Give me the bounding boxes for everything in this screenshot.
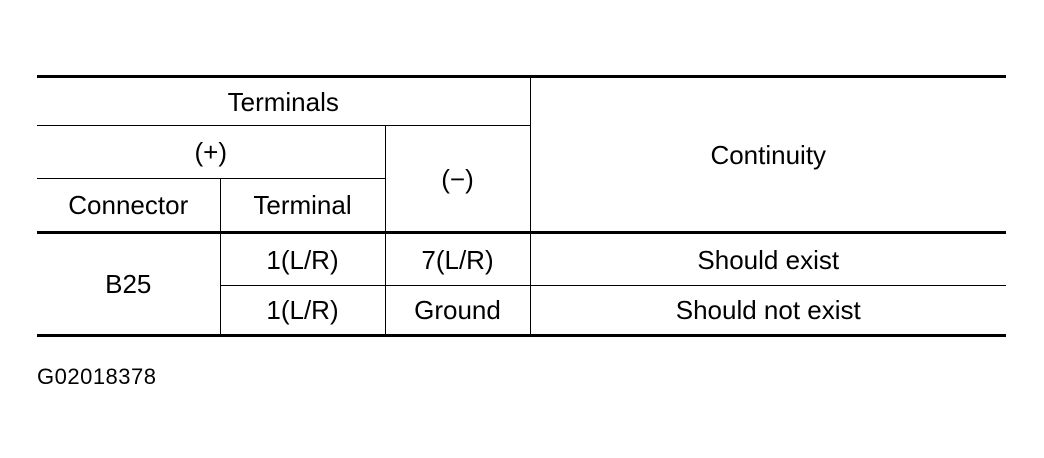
cell-terminal: 1(L/R) <box>219 232 386 286</box>
header-minus-label: (−) <box>441 163 474 194</box>
header-plus-label: (+) <box>194 137 228 167</box>
header-minus: (−) <box>384 125 531 234</box>
connector-value: B25 <box>105 269 152 299</box>
header-connector: Connector <box>37 178 221 234</box>
header-row-terminals: Terminals Continuity <box>37 75 1006 234</box>
terminal-value: 1(L/R) <box>266 295 339 325</box>
header-row-connector: Connector Terminal <box>37 178 1006 234</box>
minus-value: 7(L/R) <box>421 244 494 275</box>
header-terminals-label: Terminals <box>227 86 339 117</box>
header-connector-label: Connector <box>68 190 189 220</box>
header-plus: (+) <box>37 125 386 179</box>
continuity-value: Should not exist <box>675 295 861 325</box>
cell-minus: Ground <box>384 285 531 337</box>
header-terminals: Terminals <box>37 75 531 126</box>
cell-continuity: Should not exist <box>529 285 1006 337</box>
continuity-value: Should exist <box>697 244 840 275</box>
cell-terminal: 1(L/R) <box>219 285 386 337</box>
cell-continuity: Should exist <box>529 232 1006 286</box>
header-continuity: Continuity <box>529 75 1006 234</box>
figure-code: G02018378 <box>37 364 157 389</box>
continuity-spec-table: Terminals Continuity (+) (−) Connector T… <box>37 75 1006 337</box>
cell-minus: 7(L/R) <box>384 232 531 286</box>
minus-value: Ground <box>414 295 501 325</box>
header-terminal-label: Terminal <box>253 190 352 220</box>
cell-connector: B25 <box>37 232 221 337</box>
table-row: 1(L/R) Ground Should not exist <box>37 285 1006 337</box>
terminal-value: 1(L/R) <box>266 244 339 275</box>
header-continuity-label: Continuity <box>710 139 827 170</box>
header-terminal: Terminal <box>219 178 386 234</box>
table-row: B25 1(L/R) 7(L/R) Should exist <box>37 232 1006 337</box>
header-row-plus: (+) (−) <box>37 125 1006 234</box>
